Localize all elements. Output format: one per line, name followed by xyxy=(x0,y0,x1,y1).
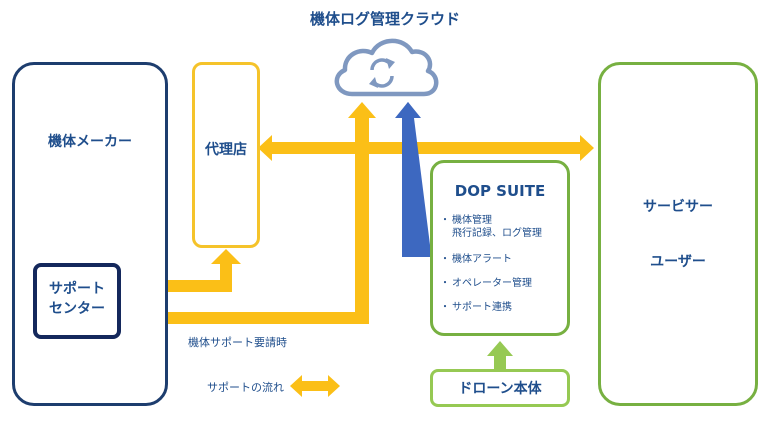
support-center-label-line2: センター xyxy=(49,301,105,317)
agent-box xyxy=(192,62,260,248)
feature-label: 機体アラート xyxy=(452,254,512,265)
feature-sublabel: 飛行記録、ログ管理 xyxy=(452,228,542,239)
drone-label: ドローン本体 xyxy=(458,381,542,397)
agent-label: 代理店 xyxy=(205,142,247,158)
support-center-label-line1: サポート xyxy=(49,281,105,297)
feature-item: 機体管理 飛行記録、ログ管理 xyxy=(440,214,542,240)
maker-label: 機体メーカー xyxy=(48,134,132,150)
drone-dop-arrow xyxy=(487,341,513,369)
feature-label: オペレーター管理 xyxy=(452,278,532,289)
legend-arrow-icon xyxy=(290,375,340,397)
maker-box xyxy=(12,62,168,406)
feature-label: サポート連携 xyxy=(452,302,512,313)
drone-box xyxy=(430,369,570,407)
feature-item: 機体アラート xyxy=(440,253,512,266)
dop-suite-title: DOP SUITE xyxy=(454,182,546,200)
support-request-caption: 機体サポート要請時 xyxy=(188,336,287,349)
feature-label: 機体管理 xyxy=(452,215,492,226)
diagram-title: 機体ログ管理クラウド xyxy=(309,10,460,28)
user-label: ユーザー xyxy=(650,254,706,270)
servicer-user-box xyxy=(598,62,758,406)
agent-user-arrow xyxy=(258,135,594,161)
feature-item: オペレーター管理 xyxy=(440,277,532,290)
cloud-sync-icon xyxy=(334,38,439,97)
servicer-label: サービサー xyxy=(643,199,713,215)
support-center-box xyxy=(33,263,121,339)
legend-label: サポートの流れ xyxy=(207,381,284,394)
feature-item: サポート連携 xyxy=(440,301,512,314)
